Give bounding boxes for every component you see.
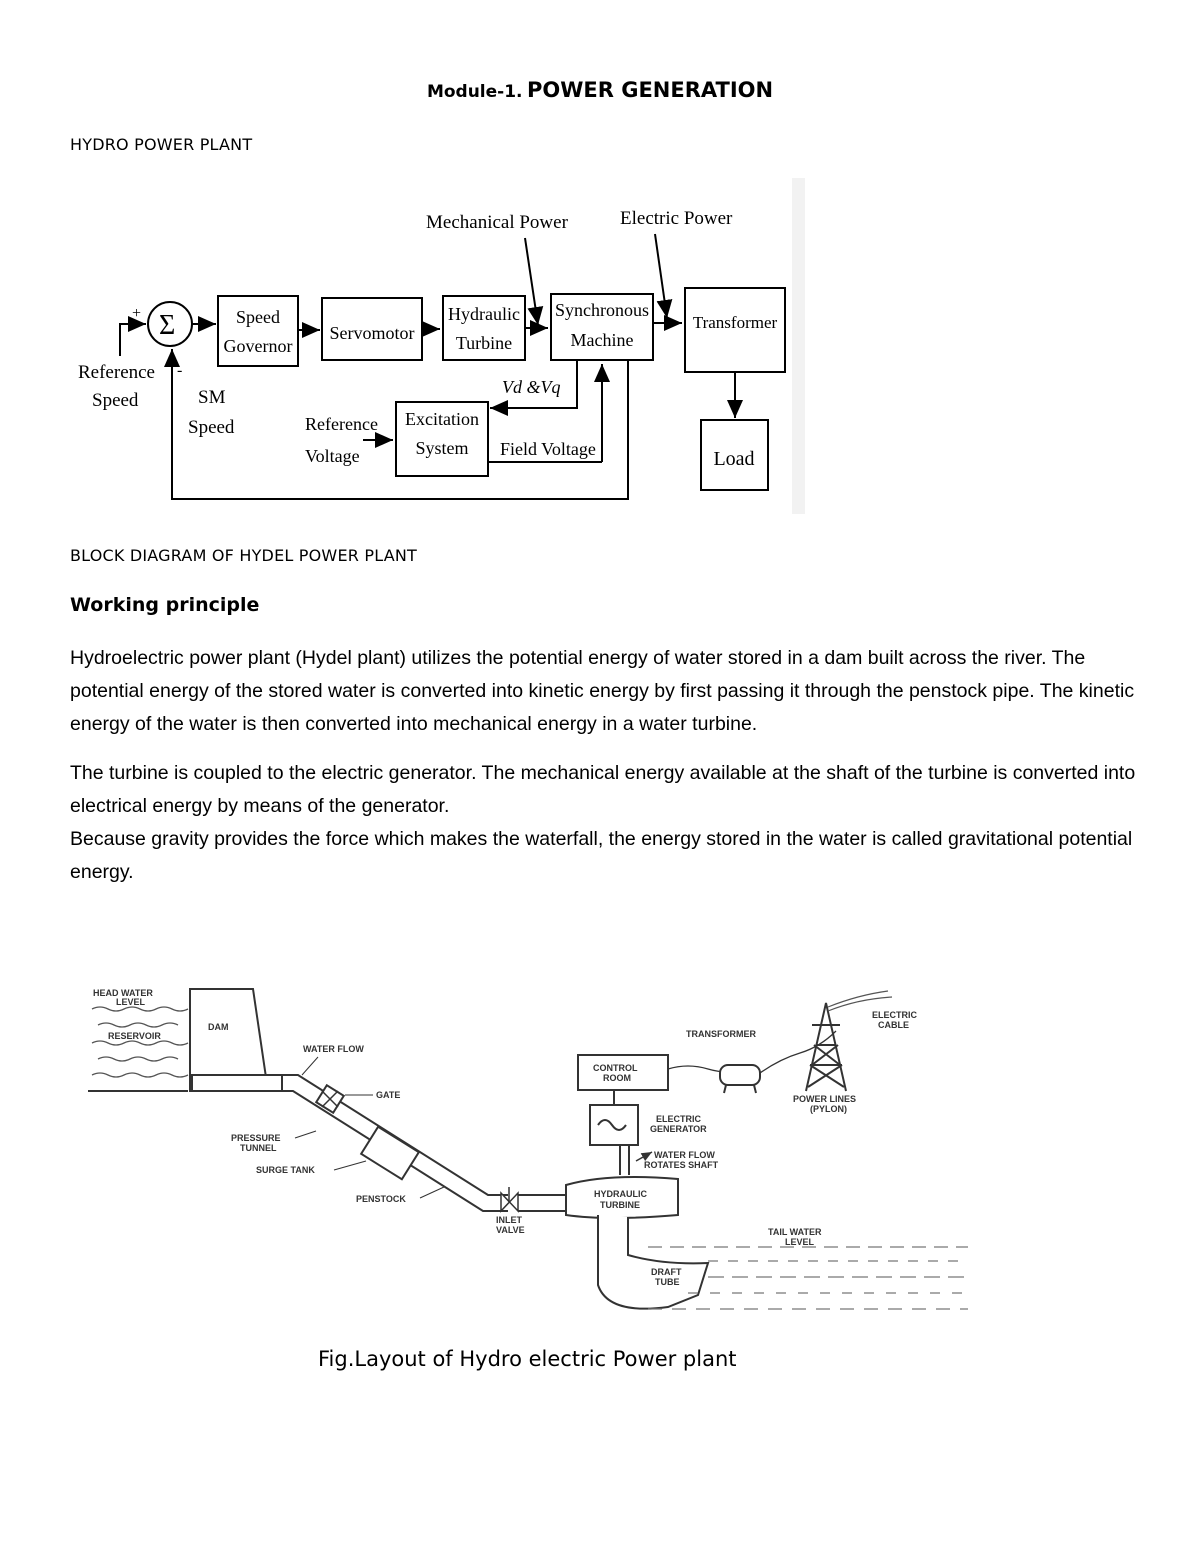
electric-generator — [589, 1104, 639, 1146]
hydraulic-turbine-label-1: Hydraulic — [448, 304, 520, 324]
page-title: Module-1. POWER GENERATION — [0, 78, 1200, 102]
synchronous-machine-block — [550, 293, 654, 361]
penstock-label: PENSTOCK — [356, 1194, 406, 1204]
pressure-tunnel-label-2: TUNNEL — [240, 1143, 277, 1153]
surge-tank — [359, 1125, 421, 1181]
electric-generator-label-1: ELECTRIC — [656, 1114, 702, 1124]
ac-wave-icon — [597, 1119, 627, 1131]
power-pylon — [805, 1002, 847, 1092]
reservoir-water — [91, 1006, 189, 1078]
synchronous-machine-label-1: Synchronous — [555, 300, 649, 320]
hydraulic-turbine — [565, 1176, 679, 1219]
surge-tank-label: SURGE TANK — [256, 1165, 315, 1175]
electric-power-label: Electric Power — [620, 208, 733, 229]
reference-voltage-label-2: Voltage — [305, 446, 360, 466]
power-lines-label-2: (PYLON) — [810, 1104, 847, 1114]
hydraulic-turbine-label-2: Turbine — [456, 333, 512, 353]
reference-speed-label-2: Speed — [92, 390, 139, 411]
layout-figure-caption: Fig.Layout of Hydro electric Power plant — [318, 1347, 737, 1371]
mechanical-power-label: Mechanical Power — [426, 212, 569, 233]
speed-governor-label-2: Governor — [224, 336, 293, 356]
tail-water-label-2: LEVEL — [785, 1237, 815, 1247]
paragraph-2: The turbine is coupled to the electric g… — [70, 762, 1136, 817]
minus-sign: - — [177, 362, 182, 379]
module-title: POWER GENERATION — [526, 78, 774, 102]
load-label: Load — [713, 448, 754, 470]
electric-cable-label-1: ELECTRIC — [872, 1010, 918, 1020]
vd-vq-label: Vd &Vq — [502, 377, 561, 397]
draft-tube-label-1: DRAFT — [651, 1267, 682, 1277]
load-block — [700, 419, 769, 491]
tail-water-label-1: TAIL WATER — [768, 1227, 822, 1237]
water-flow-shaft-label-1: WATER FLOW — [654, 1150, 715, 1160]
paragraph-1: Hydroelectric power plant (Hydel plant) … — [70, 647, 1135, 735]
control-room-label-1: CONTROL — [593, 1063, 638, 1073]
working-principle-text: Hydroelectric power plant (Hydel plant) … — [70, 642, 1140, 889]
excitation-system-label-1: Excitation — [405, 409, 479, 429]
hydraulic-turbine-label-1: HYDRAULIC — [594, 1189, 647, 1199]
plus-sign: + — [132, 305, 141, 322]
transformer-label: TRANSFORMER — [686, 1029, 756, 1039]
working-principle-heading: Working principle — [70, 594, 260, 616]
sigma-symbol: Σ — [159, 310, 175, 341]
synchronous-machine-label-2: Machine — [571, 330, 634, 350]
section-title: HYDRO POWER PLANT — [70, 135, 253, 154]
servomotor-block — [321, 297, 423, 361]
reference-speed-label-1: Reference — [78, 362, 155, 383]
dam-label: DAM — [208, 1022, 229, 1032]
hydraulic-turbine-label-2: TURBINE — [600, 1200, 640, 1210]
gate-label: GATE — [376, 1090, 400, 1100]
electric-generator-label-2: GENERATOR — [650, 1124, 707, 1134]
transformer — [719, 1064, 761, 1086]
control-room-label-2: ROOM — [603, 1073, 631, 1083]
water-flow-shaft-label-2: ROTATES SHAFT — [644, 1160, 719, 1170]
inlet-valve-label-1: INLET — [496, 1215, 523, 1225]
tail-water — [648, 1246, 968, 1310]
block-diagram: Mechanical Power Electric Power Σ + - Re… — [70, 178, 805, 514]
water-flow-label: WATER FLOW — [303, 1044, 364, 1054]
excitation-system-block — [395, 401, 489, 477]
reference-voltage-label-1: Reference — [305, 414, 378, 434]
paragraph-3: Because gravity provides the force which… — [70, 828, 1133, 883]
block-diagram-caption: BLOCK DIAGRAM OF HYDEL POWER PLANT — [70, 546, 417, 565]
sm-speed-label-1: SM — [198, 387, 226, 408]
speed-governor-label-1: Speed — [236, 307, 280, 327]
sm-speed-label-2: Speed — [188, 417, 235, 438]
transformer-block — [684, 287, 786, 373]
speed-governor-block — [217, 295, 299, 367]
inlet-valve-label-2: VALVE — [496, 1225, 525, 1235]
draft-tube-label-2: TUBE — [655, 1277, 680, 1287]
reservoir-label: RESERVOIR — [108, 1031, 161, 1041]
field-voltage-label: Field Voltage — [500, 439, 596, 459]
servomotor-label: Servomotor — [330, 323, 415, 343]
head-water-label-2: LEVEL — [116, 997, 146, 1007]
excitation-system-label-2: System — [415, 438, 468, 458]
module-prefix: Module-1. — [426, 82, 523, 102]
hydro-plant-layout-figure: HEAD WATER LEVEL RESERVOIR DAM WATER FLO… — [88, 988, 968, 1310]
head-water-label-1: HEAD WATER — [93, 988, 153, 998]
transformer-label: Transformer — [693, 313, 778, 332]
hydraulic-turbine-block — [442, 295, 526, 361]
pressure-tunnel-label-1: PRESSURE — [231, 1133, 281, 1143]
electric-cable-label-2: CABLE — [878, 1020, 909, 1030]
control-room — [577, 1054, 669, 1091]
draft-tube — [597, 1215, 710, 1310]
power-lines-label-1: POWER LINES — [793, 1094, 856, 1104]
